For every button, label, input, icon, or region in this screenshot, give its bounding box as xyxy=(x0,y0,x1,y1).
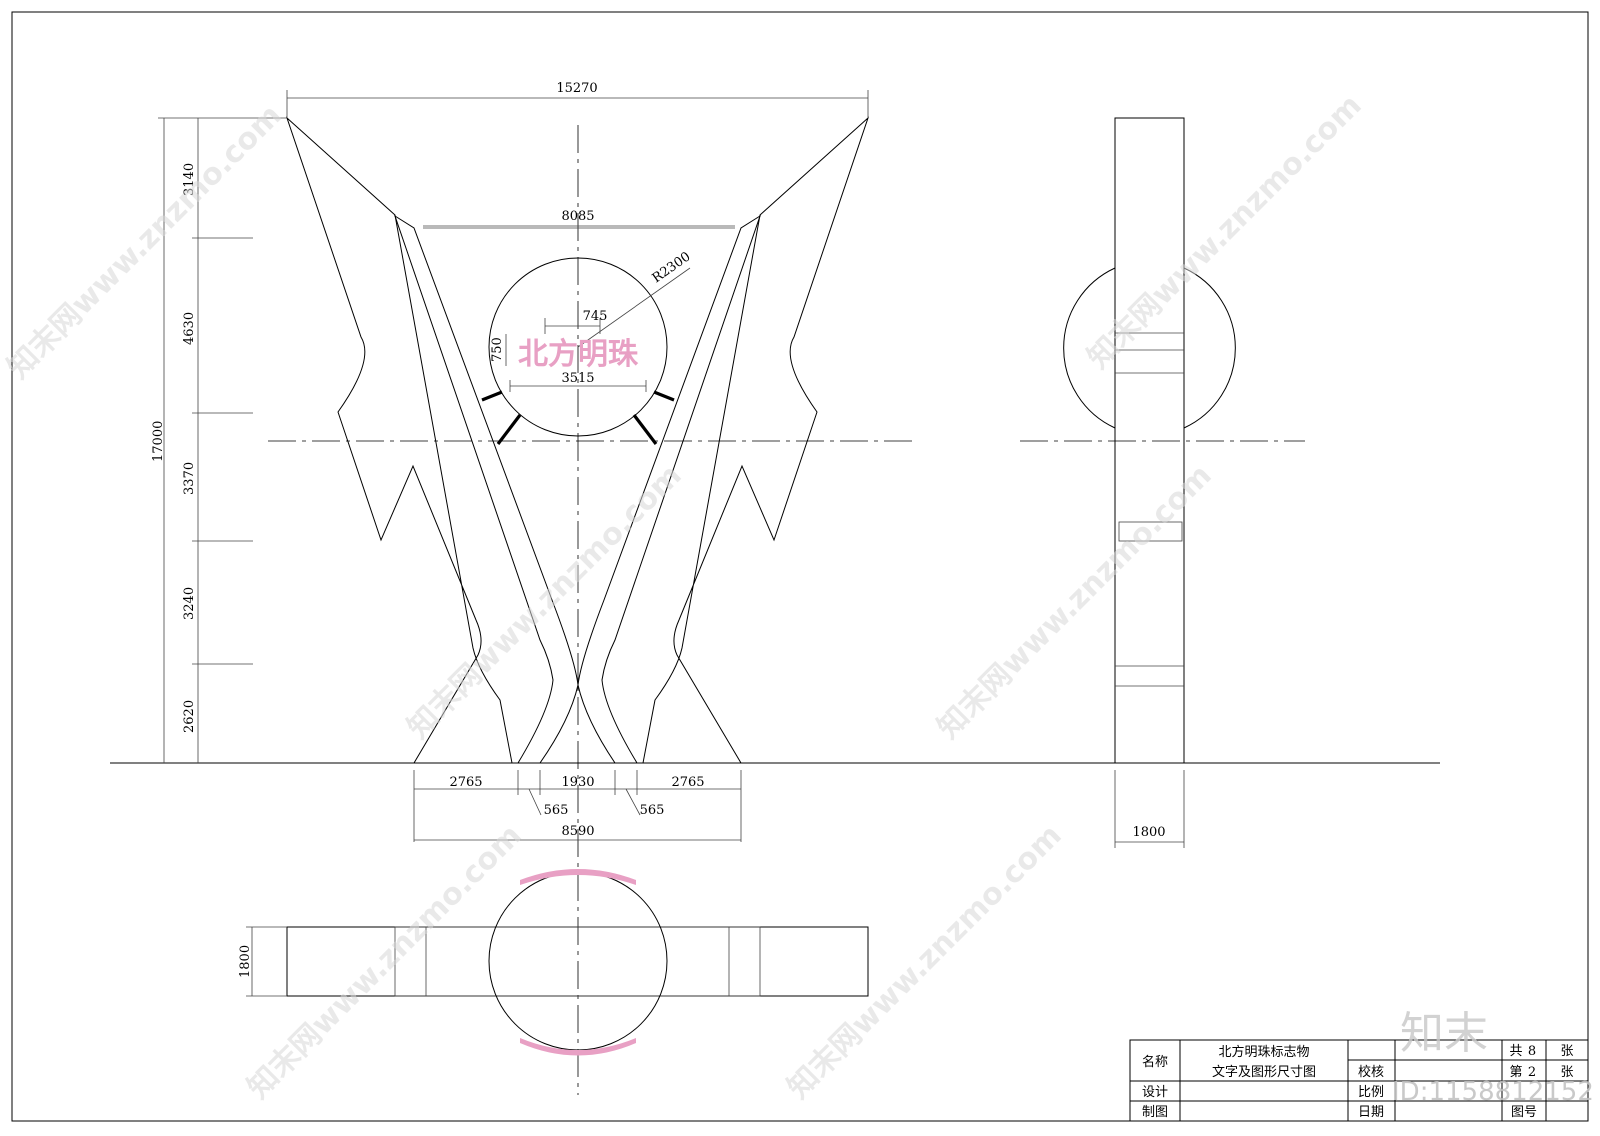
plan-inner-band xyxy=(394,926,761,997)
left-outer-wing xyxy=(285,116,513,764)
plan-view: 1800 xyxy=(238,869,869,1056)
left-inner-arm xyxy=(394,214,579,764)
watermark-id: ID:1158812152 xyxy=(1392,1077,1594,1107)
watermark-logo: 知末 xyxy=(1400,1008,1488,1059)
plan-letter-band-top xyxy=(520,869,636,885)
dim-seg-2: 4630 xyxy=(182,312,197,345)
tb-check-label: 校核 xyxy=(1358,1064,1384,1080)
dim-side-width: 1800 xyxy=(1132,825,1165,840)
dim-text-span: 3515 xyxy=(561,371,594,386)
dim-base-mid: 1930 xyxy=(561,775,594,790)
tb-drawn-label: 制图 xyxy=(1142,1105,1168,1120)
dim-base-left: 2765 xyxy=(449,775,482,790)
tb-design-label: 设计 xyxy=(1142,1085,1168,1100)
tb-total-label: 共 xyxy=(1509,1044,1522,1059)
tb-date-label: 日期 xyxy=(1358,1105,1384,1120)
dim-base-total: 8590 xyxy=(561,824,594,839)
tb-scale-label: 比例 xyxy=(1358,1085,1384,1100)
side-circle-right xyxy=(1183,267,1236,429)
radius-leader xyxy=(577,267,691,348)
strut-lower-right xyxy=(632,414,658,445)
tb-name-line1: 北方明珠标志物 xyxy=(1218,1044,1309,1060)
watermark-text: 知末网www.znzmo.com xyxy=(401,458,689,746)
side-column xyxy=(1114,117,1185,764)
dim-top-width: 15270 xyxy=(556,81,597,96)
watermark-text: 知末网www.znzmo.com xyxy=(781,818,1069,1106)
dim-text-width: 745 xyxy=(583,309,608,324)
plan-letter-band-bottom xyxy=(520,1038,636,1056)
side-elevation: 1800 xyxy=(1020,117,1305,848)
tb-total-unit: 张 xyxy=(1560,1044,1573,1059)
tb-page-value: 2 xyxy=(1528,1065,1536,1080)
dim-leg-left: 565 xyxy=(544,803,569,818)
strut-upper-right xyxy=(653,390,675,402)
tb-name-label: 名称 xyxy=(1142,1054,1168,1070)
sign-text: 北方明珠 xyxy=(518,337,639,372)
strut-lower-left xyxy=(496,414,522,445)
side-circle-left xyxy=(1063,267,1116,429)
tb-page-unit: 张 xyxy=(1560,1065,1573,1080)
dim-seg-5: 2620 xyxy=(182,700,197,733)
dim-base-right: 2765 xyxy=(671,775,704,790)
watermark-text: 知末网www.znzmo.com xyxy=(1081,88,1369,376)
tb-drawing-no-label: 图号 xyxy=(1511,1105,1537,1120)
tb-name-line2: 文字及图形尺寸图 xyxy=(1212,1065,1316,1080)
drawing-frame xyxy=(11,11,1589,1122)
dim-seg-4: 3240 xyxy=(182,587,197,620)
tb-total-value: 8 xyxy=(1528,1044,1536,1059)
dim-text-height: 750 xyxy=(490,337,505,362)
dim-total-height: 17000 xyxy=(151,421,166,462)
strut-upper-left xyxy=(481,390,503,402)
watermark-text: 知末网www.znzmo.com xyxy=(1,98,289,386)
front-elevation: 北方明珠 15270 8085 R2300 745 750 3515 17000 xyxy=(110,81,1440,1095)
watermark-text: 知末网www.znzmo.com xyxy=(931,458,1219,746)
circle-frame xyxy=(488,257,668,437)
dim-seg-3: 3370 xyxy=(182,462,197,495)
watermark-text: 知末网www.znzmo.com xyxy=(241,818,529,1106)
right-outer-wing xyxy=(642,116,870,764)
tb-page-label: 第 xyxy=(1509,1065,1522,1080)
dim-seg-1: 3140 xyxy=(182,163,197,196)
right-inner-arm xyxy=(577,214,761,764)
dim-plan-depth: 1800 xyxy=(238,945,253,978)
side-band xyxy=(1118,521,1183,542)
dim-leg-right: 565 xyxy=(640,803,665,818)
dim-inner-width: 8085 xyxy=(561,209,594,224)
title-block: 名称 北方明珠标志物 文字及图形尺寸图 设计 制图 校核 比例 日期 共 8 张… xyxy=(1129,1039,1589,1122)
